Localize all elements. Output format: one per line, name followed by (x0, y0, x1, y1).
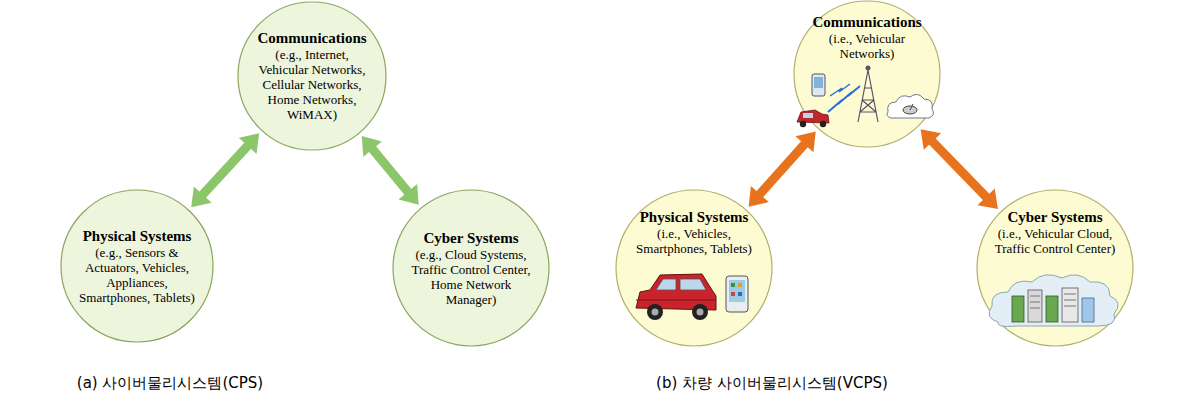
system-circle: Physical Systems(i.e., Vehicles, Smartph… (615, 189, 773, 347)
double-arrow (749, 131, 816, 206)
circle-examples: (e.g., Internet, Vehicular Networks, Cel… (250, 47, 374, 122)
circle-heading: Physical Systems (628, 209, 760, 226)
circle-heading: Communications (812, 14, 922, 31)
system-circle: Physical Systems(e.g., Sensors & Actuato… (60, 189, 214, 343)
system-circle: Cyber Systems(e.g., Cloud Systems, Traff… (392, 189, 550, 347)
circle-examples: (i.e., Vehicles, Smartphones, Tablets) (628, 226, 760, 256)
double-arrow (362, 136, 419, 205)
circle-examples: (i.e., Vehicular Networks) (812, 31, 922, 61)
circle-heading: Cyber Systems (987, 209, 1123, 226)
double-arrow (191, 133, 259, 207)
circle-heading: Cyber Systems (404, 230, 538, 247)
circle-examples: (e.g., Cloud Systems, Traffic Control Ce… (404, 247, 538, 307)
circle-examples: (i.e., Vehicular Cloud, Traffic Control … (987, 226, 1123, 256)
system-circle: Communications(i.e., Vehicular Networks) (793, 0, 941, 148)
circle-heading: Physical Systems (73, 228, 201, 245)
circle-heading: Communications (250, 30, 374, 47)
system-circle: Cyber Systems(i.e., Vehicular Cloud, Tra… (976, 189, 1134, 347)
system-circle: Communications(e.g., Internet, Vehicular… (237, 1, 387, 151)
double-arrow (921, 129, 998, 209)
subfigure-caption: (a) 사이버물리시스템(CPS) (77, 374, 263, 393)
circle-examples: (e.g., Sensors & Actuators, Vehicles, Ap… (73, 245, 201, 305)
subfigure-caption: (b) 차량 사이버물리시스템(VCPS) (656, 374, 888, 393)
